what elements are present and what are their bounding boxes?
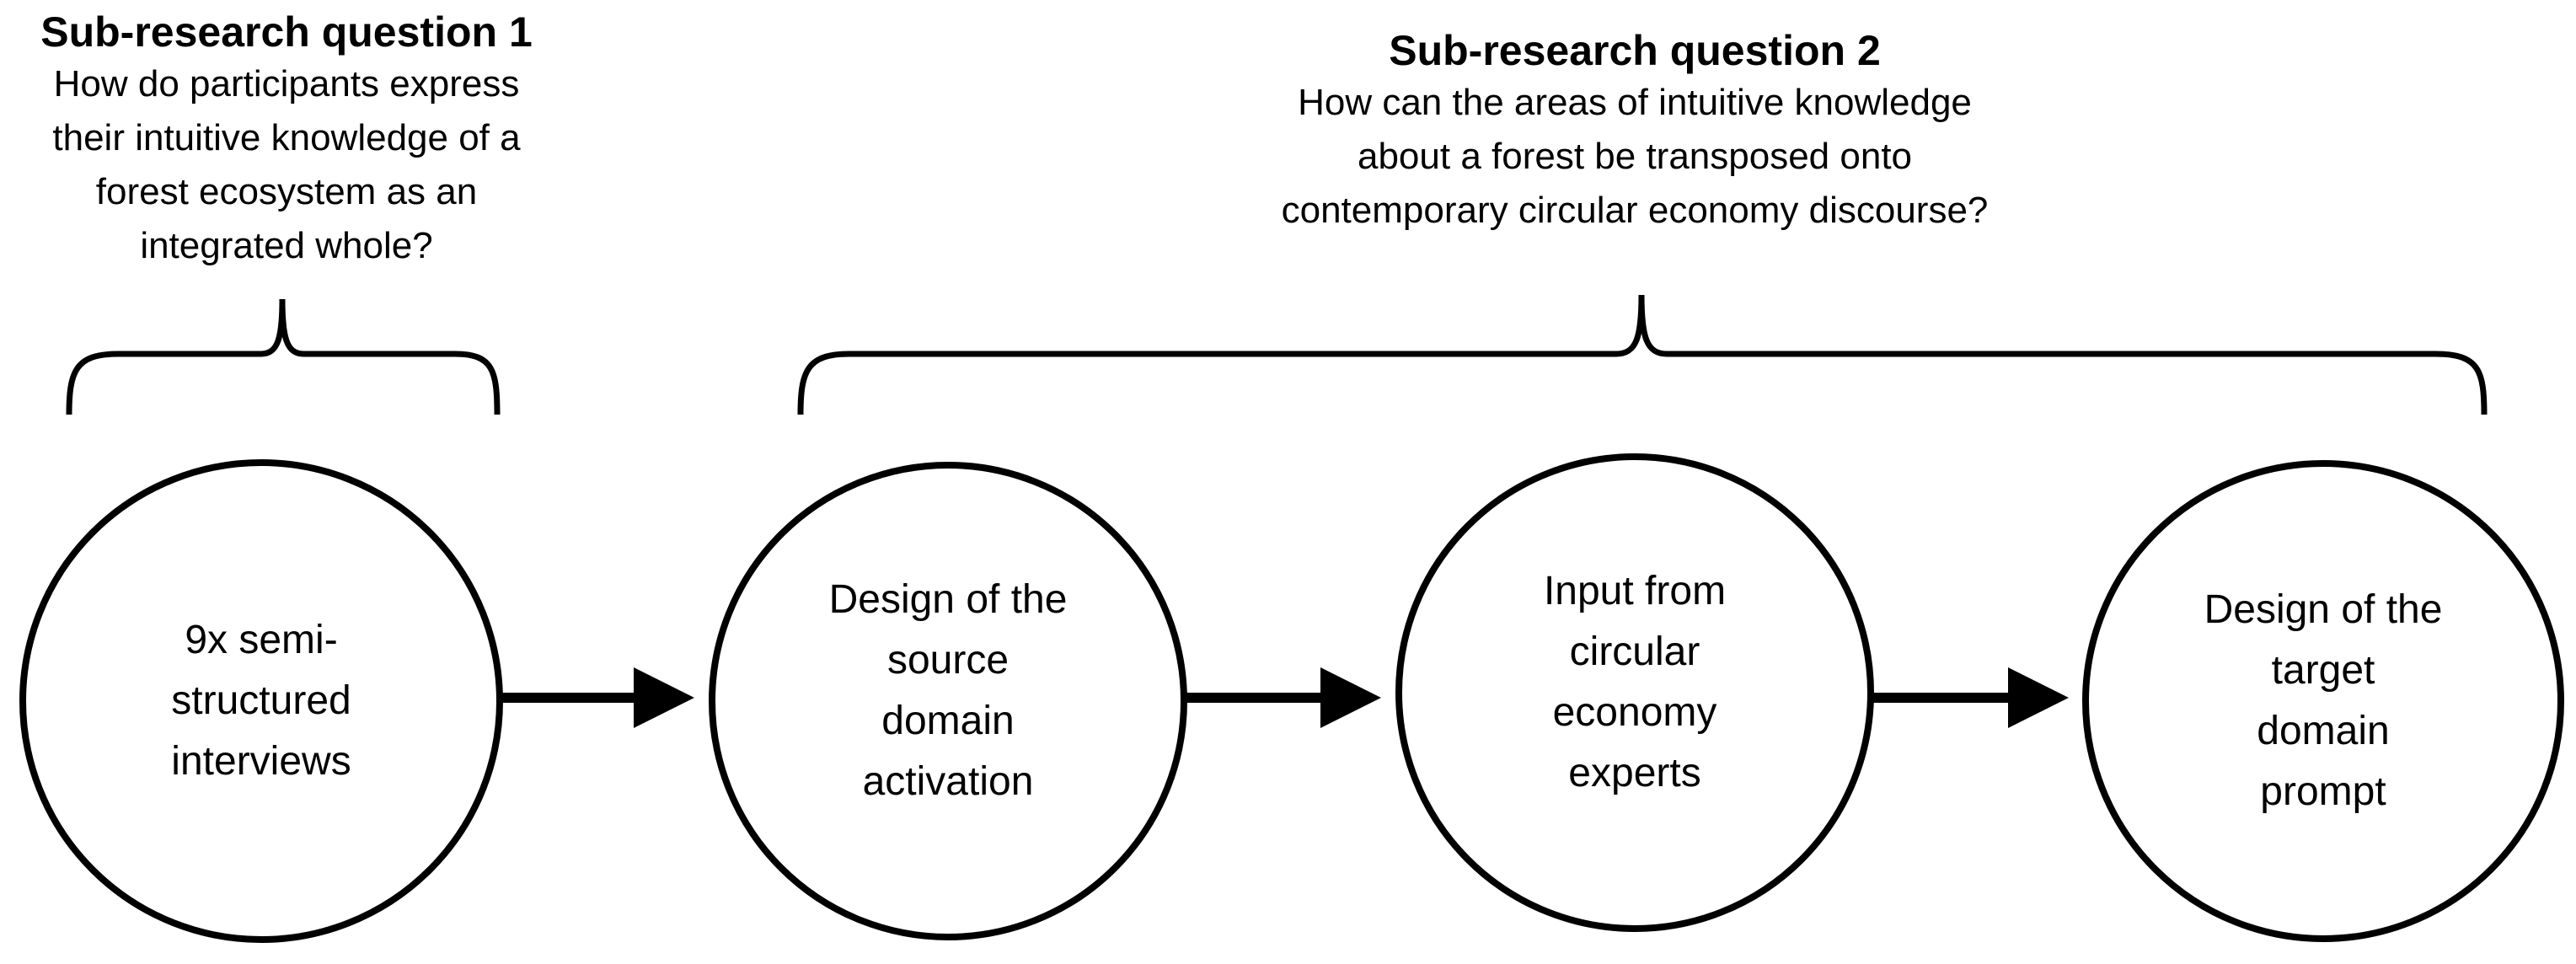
step-label-line: economy <box>1552 690 1717 735</box>
step-label-line: Input from <box>1543 569 1727 613</box>
step-label-line: activation <box>862 759 1034 804</box>
sub-question-1-text: How do participants express their intuit… <box>0 57 573 273</box>
step-label-line: circular <box>1569 629 1700 674</box>
sub-question-1-line: integrated whole? <box>140 225 433 266</box>
sub-question-2-line: How can the areas of intuitive knowledge <box>1298 82 1972 123</box>
bracket-question-1 <box>66 298 501 415</box>
step-label-line: structured <box>171 678 351 723</box>
sub-question-2-title: Sub-research question 2 <box>1389 27 1881 74</box>
sub-question-2-line: about a forest be transposed onto <box>1357 136 1913 177</box>
step-label-target-domain: Design of the target domain prompt <box>2155 533 2492 870</box>
step-label-line: 9x semi- <box>185 618 338 662</box>
step-circle-target-domain <box>2082 460 2564 942</box>
step-label-source-domain: Design of the source domain activation <box>779 522 1117 860</box>
step-label-line: prompt <box>2260 769 2386 814</box>
step-label-line: domain <box>881 699 1015 743</box>
sub-question-2-text: How can the areas of intuitive knowledge… <box>1138 76 2132 238</box>
bracket-question-2 <box>797 294 2488 415</box>
step-label-line: domain <box>2257 709 2390 753</box>
sub-question-1: Sub-research question 1 How do participa… <box>0 7 573 273</box>
step-label-experts: Input from circular economy experts <box>1466 514 1803 851</box>
sub-question-1-line: How do participants express <box>53 63 520 104</box>
step-label-line: experts <box>1568 751 1701 795</box>
step-label-line: source <box>886 638 1010 683</box>
sub-question-2: Sub-research question 2 How can the area… <box>1138 25 2132 238</box>
step-circle-experts <box>1395 453 1874 932</box>
step-circle-interviews <box>19 459 503 943</box>
step-label-line: interviews <box>171 739 351 784</box>
step-label-line: Design of the <box>828 577 1068 622</box>
step-label-interviews: 9x semi- structured interviews <box>93 533 430 870</box>
sub-question-1-title: Sub-research question 1 <box>40 8 533 56</box>
sub-question-1-line: forest ecosystem as an <box>95 171 478 212</box>
step-label-line: target <box>2271 648 2375 693</box>
sub-question-2-line: contemporary circular economy discourse? <box>1281 190 1989 231</box>
step-circle-source-domain <box>709 462 1187 940</box>
step-label-line: Design of the <box>2204 587 2443 632</box>
sub-question-1-line: their intuitive knowledge of a <box>52 117 521 158</box>
